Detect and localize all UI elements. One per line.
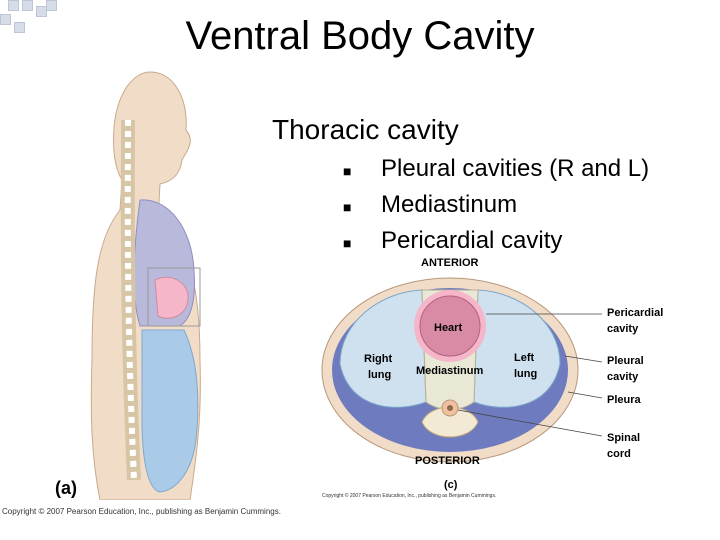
right-lung-shape — [339, 289, 427, 408]
slide-title: Ventral Body Cavity — [185, 14, 535, 58]
figure-a-credit: Copyright © 2007 Pearson Education, Inc.… — [2, 507, 281, 516]
bullet-text: Pericardial cavity — [381, 227, 563, 254]
anterior-label: ANTERIOR — [421, 257, 479, 269]
corner-decoration — [0, 0, 60, 40]
spinal-callout-2: cord — [607, 448, 631, 460]
vertebra — [421, 399, 479, 438]
bullet-text: Mediastinum — [381, 191, 518, 218]
figure-cross-section: ANTERIOR Heart Right lung Left lung Medi… — [321, 257, 663, 491]
bullet-item: ■ Pleural cavities (R and L) — [343, 152, 649, 188]
slide-heading: Thoracic cavity — [272, 114, 459, 145]
vertebral-column — [120, 119, 141, 481]
square-bullet-icon: ■ — [343, 199, 352, 215]
figure-c-credit: Copyright © 2007 Pearson Education, Inc.… — [322, 493, 497, 499]
bullet-item: ■ Pericardial cavity — [343, 224, 649, 260]
figure-lateral-body: (a) — [55, 71, 201, 500]
figure-a-label: (a) — [55, 478, 77, 498]
left-lung-shape — [473, 289, 561, 408]
pleural-callout-1: Pleural — [607, 355, 644, 367]
heart-highlight-box — [147, 267, 201, 327]
mediastinum-label: Mediastinum — [416, 365, 483, 377]
heart-shape — [154, 276, 189, 319]
right-lung-label-2: lung — [368, 369, 391, 381]
square-bullet-icon: ■ — [343, 163, 352, 179]
callout-lines — [457, 313, 603, 437]
abdominopelvic-cavity-region — [141, 329, 199, 493]
heart-label: Heart — [434, 322, 462, 334]
pleura-callout: Pleura — [607, 394, 642, 406]
bullet-list: ■ Pleural cavities (R and L) ■ Mediastin… — [343, 152, 649, 260]
pericardial-callout-2: cavity — [607, 323, 639, 335]
figure-c-label: (c) — [444, 479, 458, 491]
left-lung-label-1: Left — [514, 352, 535, 364]
bullet-text: Pleural cavities (R and L) — [381, 155, 650, 182]
spinal-callout-1: Spinal — [607, 432, 640, 444]
right-lung-label-1: Right — [364, 353, 392, 365]
heart-shape — [419, 295, 481, 357]
left-lung-label-2: lung — [514, 368, 537, 380]
pleural-callout-2: cavity — [607, 371, 639, 383]
pericardial-callout-1: Pericardial — [607, 307, 663, 319]
square-bullet-icon: ■ — [343, 235, 352, 251]
posterior-label: POSTERIOR — [415, 455, 480, 467]
bullet-item: ■ Mediastinum — [343, 188, 649, 224]
